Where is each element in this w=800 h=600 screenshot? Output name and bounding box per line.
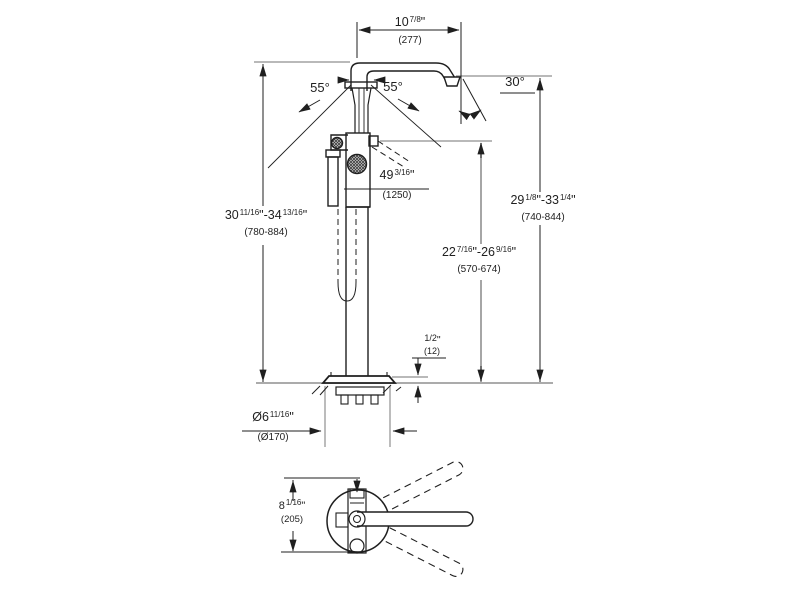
swivel-joint <box>344 81 378 89</box>
lever-knob <box>346 153 368 175</box>
base-plate <box>321 375 397 384</box>
dimension-spout-height-mm: (740-844) <box>521 212 565 223</box>
swivel-angle-left-label: 55° <box>310 80 330 95</box>
dimension-holder-height-mm: (570-674) <box>457 264 501 275</box>
dimension-hose-length-inches: 493/16" <box>379 168 415 182</box>
dimension-base-diameter-inches: Ø611/16" <box>252 410 294 424</box>
diverter-knob <box>368 135 379 147</box>
dimension-base-diameter-mm: (Ø170) <box>257 432 289 443</box>
dimension-spout-reach-mm: (277) <box>398 35 422 46</box>
hand-shower <box>327 156 339 207</box>
dimension-overall-height-inches: 3011/16"-3413/16" <box>224 208 308 222</box>
dimension-lines <box>242 22 544 435</box>
dimension-overall-height-mm: (780-884) <box>244 227 288 238</box>
dimension-holder-height-inches: 227/16"-269/16" <box>441 245 516 259</box>
dimension-lever-length-mm: (205) <box>280 514 304 525</box>
mounting-flange <box>335 386 385 396</box>
angle-lines <box>267 76 487 169</box>
dimension-base-plate-height-inches: 1/2" <box>424 333 441 346</box>
dimension-spout-reach-inches: 107/8" <box>394 15 426 29</box>
spout-inner <box>366 70 447 91</box>
lever-handle <box>357 511 474 527</box>
holder-pivot <box>330 136 344 150</box>
faucet-plan-view <box>281 461 474 577</box>
spout-angle-label: 30° <box>505 74 525 89</box>
spout-outer <box>350 62 456 91</box>
dimension-lever-length-inches: 81/16" <box>278 498 306 512</box>
dimension-hose-length-mm: (1250) <box>382 190 412 201</box>
faucet-elevation <box>311 62 461 405</box>
hose-loop <box>337 281 357 302</box>
dimension-spout-height-inches: 291/8"-331/4" <box>510 193 576 207</box>
spout-outlet <box>443 76 461 87</box>
extension-lines <box>254 61 553 447</box>
dimension-base-plate-height-mm: (12) <box>423 346 440 356</box>
swivel-angle-right-label: 55° <box>383 79 403 94</box>
